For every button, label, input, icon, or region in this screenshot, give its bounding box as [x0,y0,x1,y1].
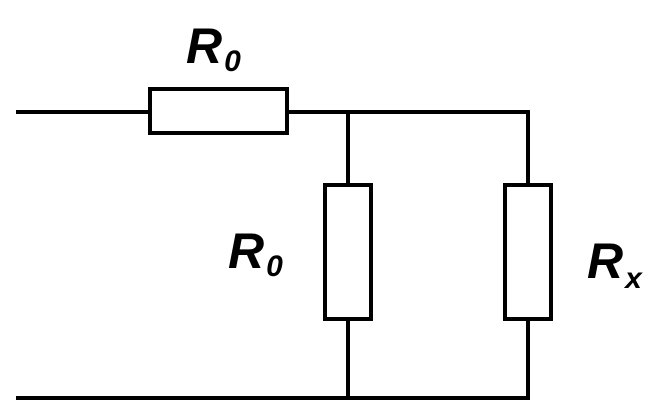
resistor-top-subscript: 0 [224,45,241,78]
resistor-right-subscript: x [623,262,643,295]
resistor-middle-label: R0 [228,223,283,283]
resistor-right-symbol: R [587,233,623,289]
resistor-right-label: Rx [587,233,643,295]
resistor-right [503,183,553,321]
resistor-top-label: R0 [186,18,241,78]
resistor-middle [323,183,373,321]
resistor-middle-subscript: 0 [266,250,283,283]
resistor-top [148,87,289,135]
resistor-middle-symbol: R [228,223,264,279]
resistor-top-symbol: R [186,18,222,74]
